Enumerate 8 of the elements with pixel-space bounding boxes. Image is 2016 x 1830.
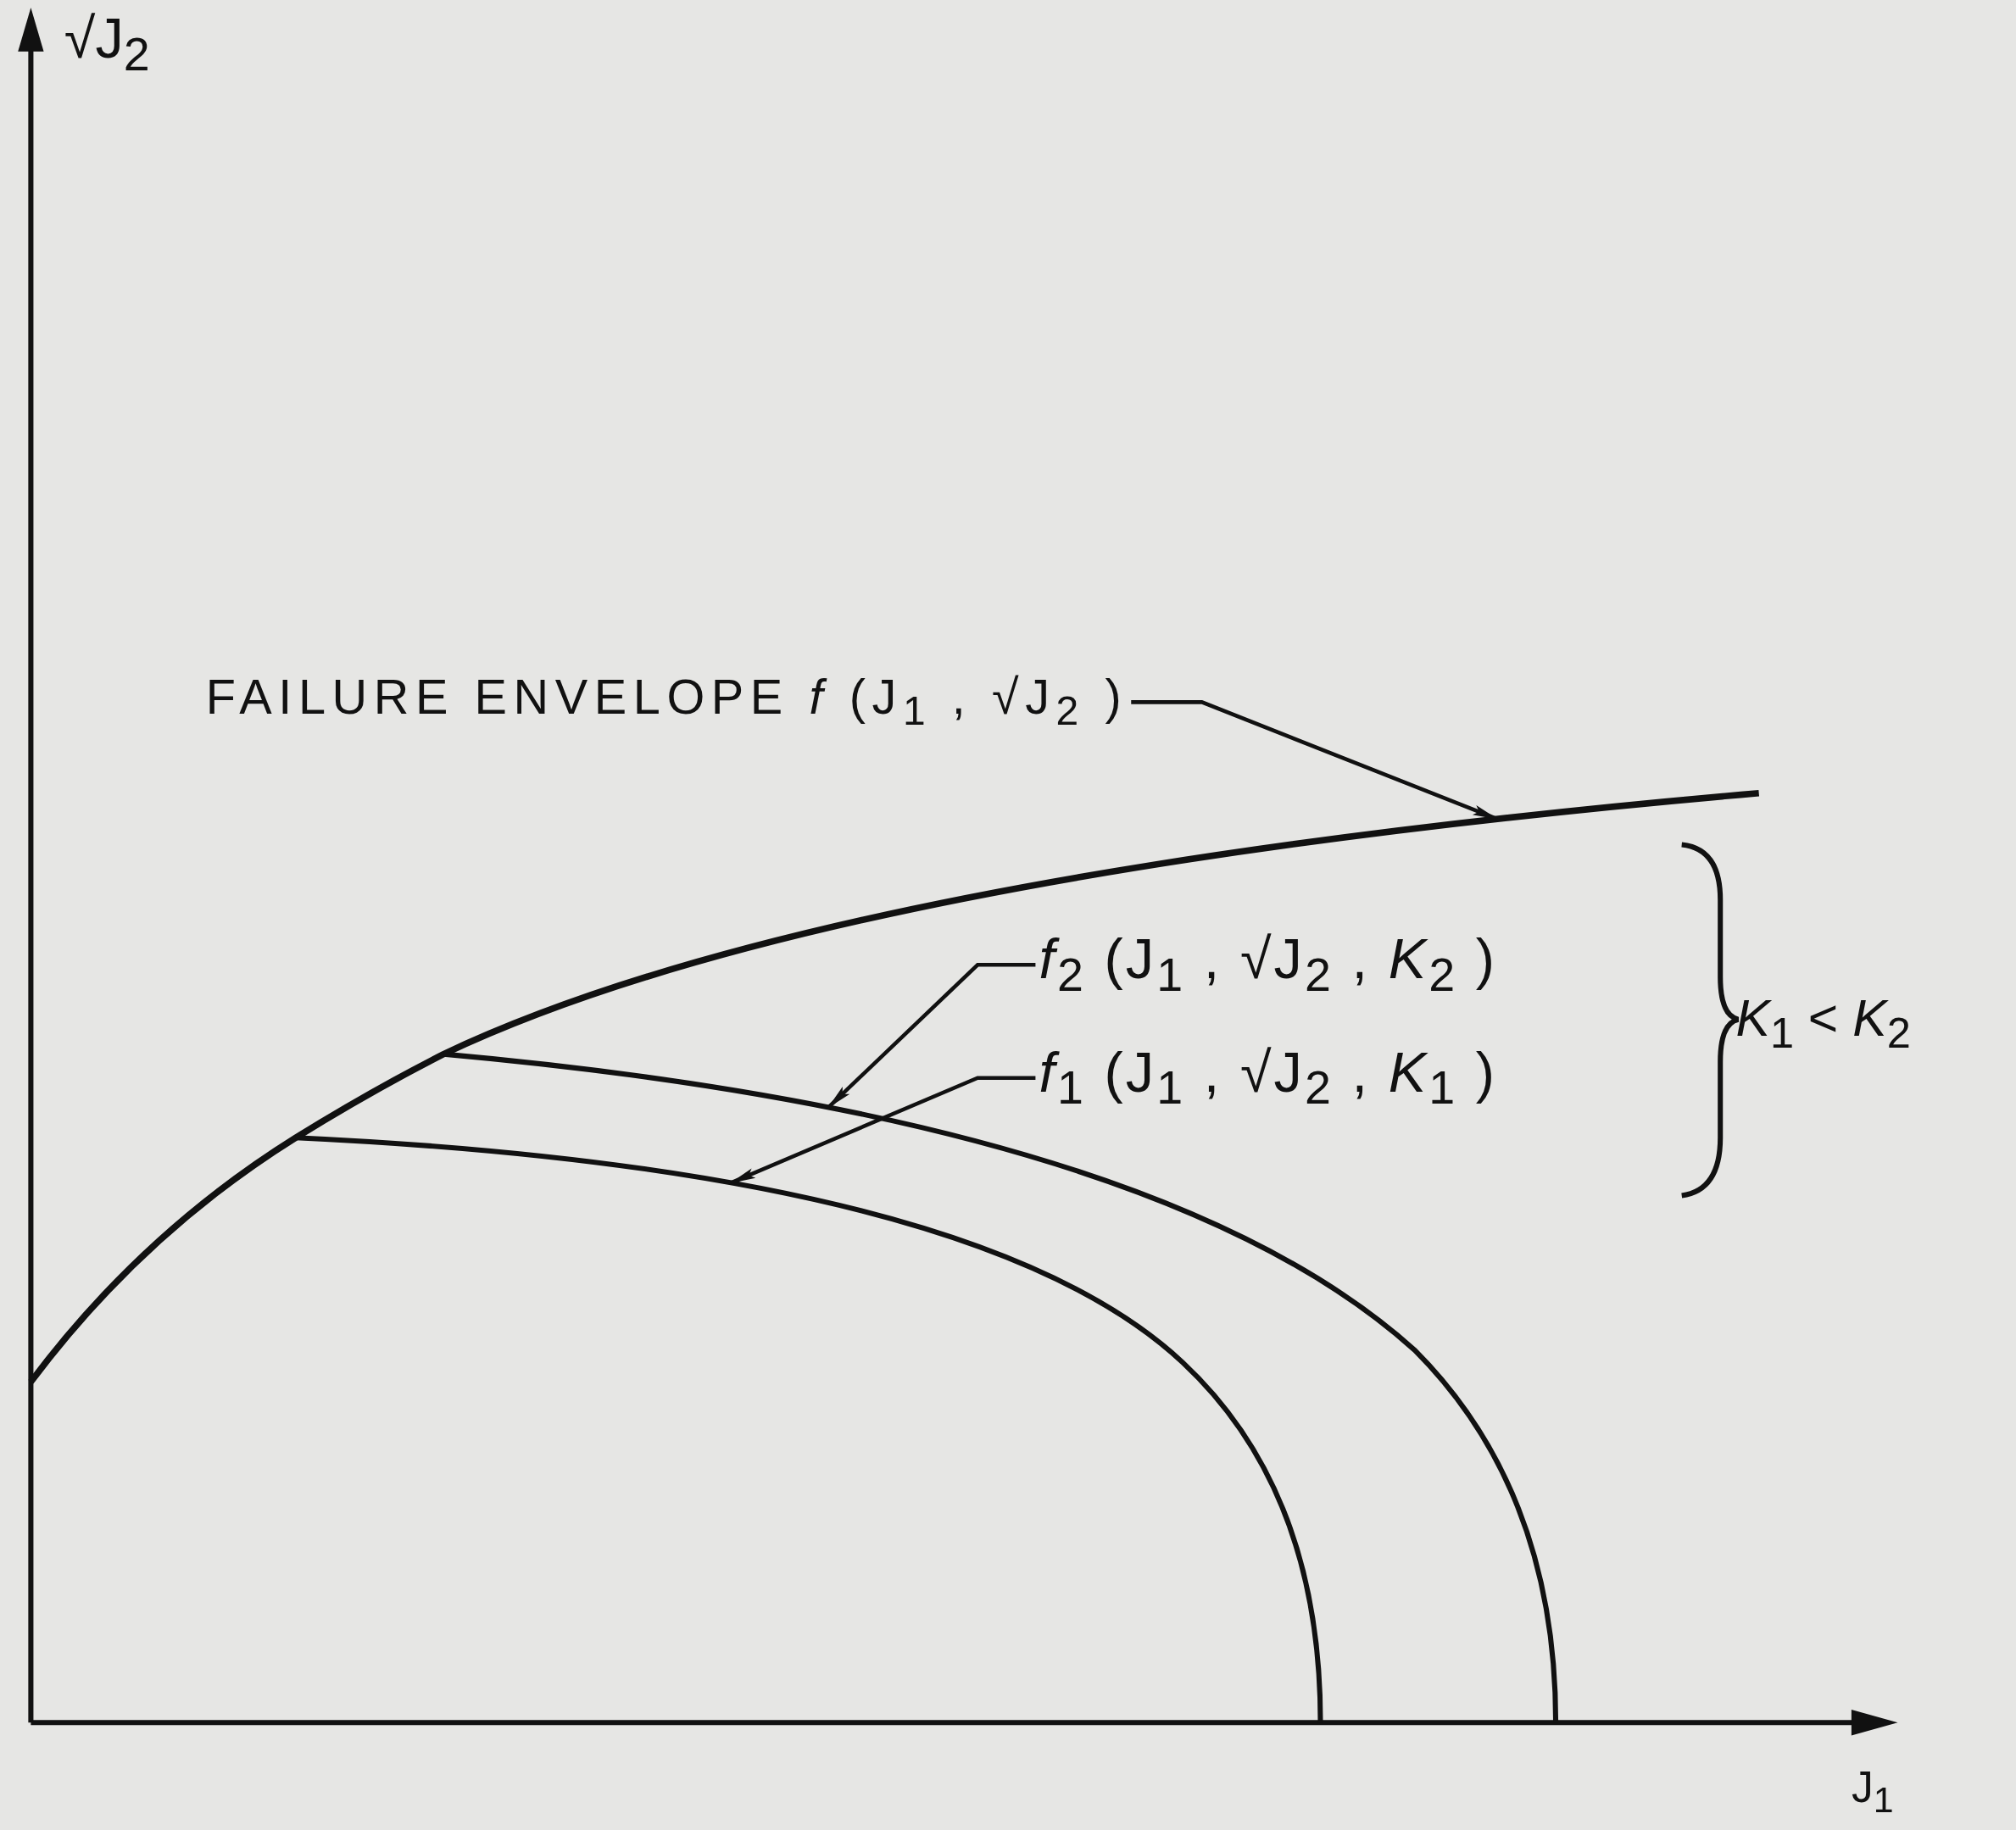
leader-arrow [827, 963, 1036, 1109]
curve-label: f$_{1}$ (J$_{1}$ , √J$_{2}$ , K$_{1}$ ) [1039, 1041, 1497, 1115]
axis-label: √J$_{2}$ [64, 8, 150, 81]
curve-label: f$_{2}$ (J$_{1}$ , √J$_{2}$ , K$_{2}$ ) [1039, 928, 1497, 1002]
axis-label: J$_{1}$ [1851, 1763, 1894, 1821]
inequality-label: K$_{1}$ < K$_{2}$ [1735, 989, 1911, 1058]
cap-curve [295, 1135, 1323, 1723]
curve-label: FAILURE ENVELOPE f (J$_{1}$ , √J$_{2}$ ) [205, 670, 1128, 734]
